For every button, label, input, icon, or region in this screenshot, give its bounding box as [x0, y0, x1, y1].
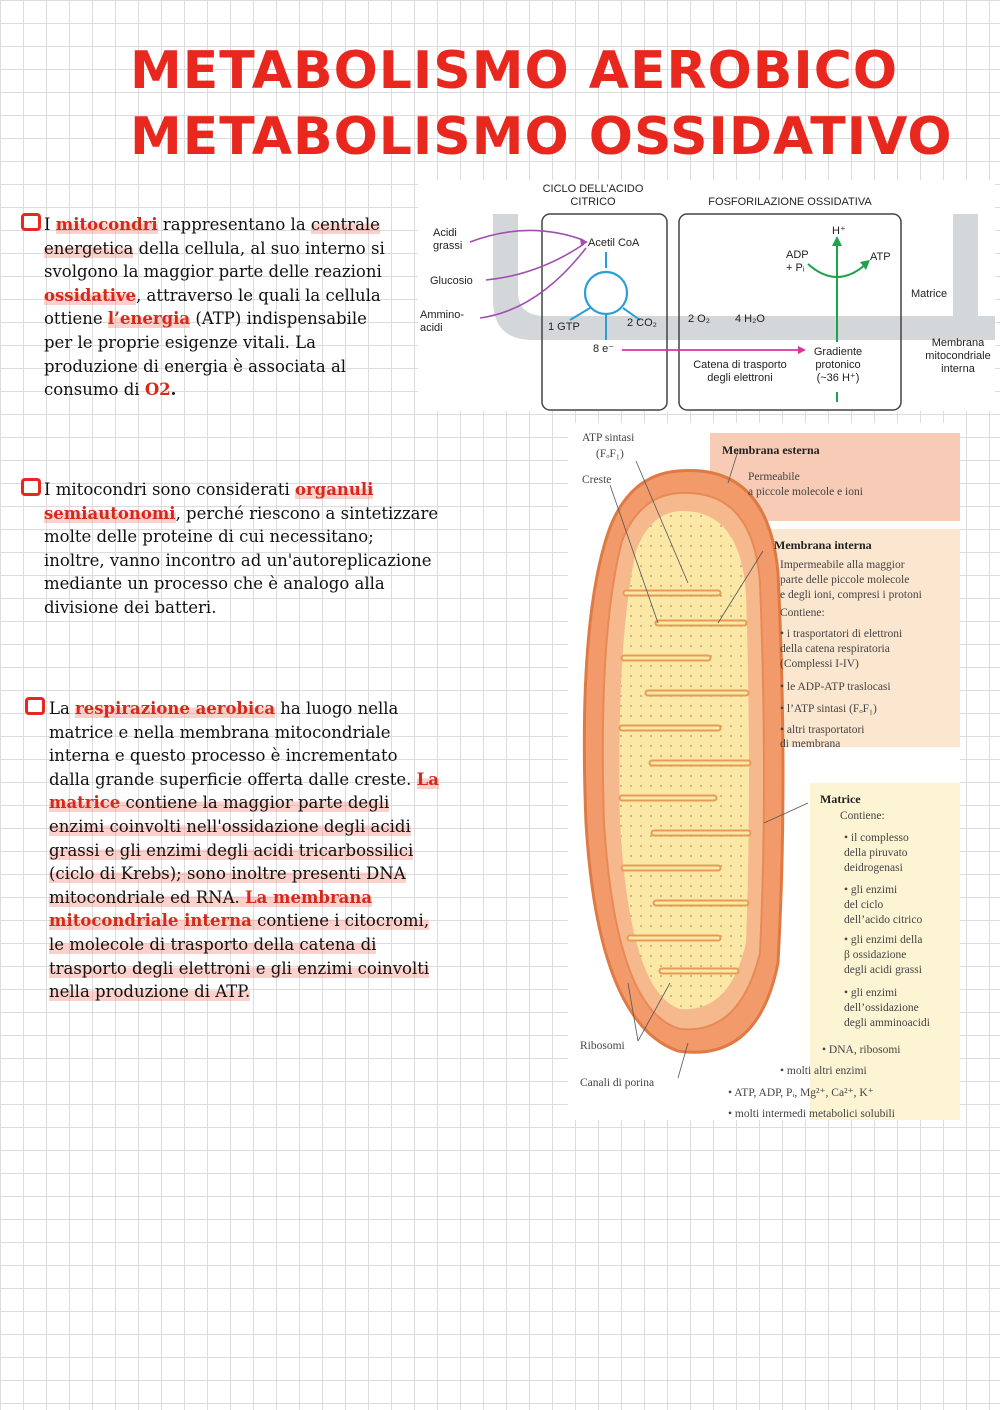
svg-text:• gli enzimi: • gli enzimi: [844, 987, 897, 999]
metabolism-diagram-svg: CICLO DELL’ACIDO CITRICO FOSFORILAZIONE …: [420, 183, 995, 411]
matrice-title: Matrice: [820, 792, 861, 806]
svg-text:• ATP, ADP, Pᵢ, Mg²⁺, Ca²⁺, K⁺: • ATP, ADP, Pᵢ, Mg²⁺, Ca²⁺, K⁺: [728, 1087, 874, 1099]
creste-label: Creste: [582, 474, 611, 486]
membrana-esterna-title: Membrana esterna: [722, 443, 820, 457]
svg-text:• l’ATP sintasi (FₒF₁): • l’ATP sintasi (FₒF₁): [780, 703, 877, 715]
adp-label: ADP: [786, 249, 809, 261]
title-line-1: METABOLISMO AEROBICO: [130, 41, 899, 101]
paragraph-respirazione: La respirazione aerobica ha luogo nella …: [49, 699, 439, 1002]
svg-text:acidi: acidi: [420, 322, 443, 334]
membrana-label-1: Membrana: [932, 337, 985, 349]
amminoacidi-label: Ammino-: [420, 309, 464, 321]
fosforilazione-label: FOSFORILAZIONE OSSIDATIVA: [708, 196, 872, 208]
gtp-label: 1 GTP: [548, 321, 580, 333]
svg-text:Contiene:: Contiene:: [780, 607, 825, 619]
svg-text:β ossidazione: β ossidazione: [844, 949, 906, 961]
acidi-grassi-label: Acidi: [433, 227, 457, 239]
svg-text:+ Pᵢ: + Pᵢ: [786, 262, 805, 274]
co2-label: 2 CO₂: [627, 317, 657, 329]
keyword: ossidative: [44, 285, 137, 305]
svg-text:Impermeabile alla maggior: Impermeabile alla maggior: [780, 559, 905, 571]
mitochondrion-svg: ATP sintasi (FₒF₁) Creste Ribosomi Canal…: [580, 432, 960, 1120]
svg-text:(~36 H⁺): (~36 H⁺): [817, 372, 860, 384]
bullet-icon: [25, 697, 45, 715]
hplus-label: H⁺: [832, 225, 846, 237]
page-title: METABOLISMO AEROBICO METABOLISMO OSSIDAT…: [130, 38, 953, 170]
keyword: O2: [144, 380, 171, 400]
acetil-coa-label: Acetil CoA: [588, 237, 640, 249]
porina-label: Canali di porina: [580, 1077, 654, 1089]
membrana-interna-title: Membrana interna: [774, 538, 872, 552]
electrons-label: 8 e⁻: [593, 343, 614, 355]
svg-text:• gli enzimi della: • gli enzimi della: [844, 934, 922, 946]
svg-text:di membrana: di membrana: [780, 738, 840, 750]
svg-text:della piruvato: della piruvato: [844, 847, 908, 859]
keyword: l’energia: [107, 309, 191, 329]
svg-text:Contiene:: Contiene:: [840, 810, 885, 822]
svg-text:mitocondriale: mitocondriale: [925, 350, 990, 362]
keyword: mitocondri: [55, 215, 158, 234]
svg-text:del ciclo: del ciclo: [844, 899, 884, 911]
svg-text:(FₒF₁): (FₒF₁): [596, 448, 624, 460]
svg-text:e degli ioni, compresi i proto: e degli ioni, compresi i protoni: [780, 589, 922, 601]
metabolism-diagram: CICLO DELL’ACIDO CITRICO FOSFORILAZIONE …: [418, 180, 995, 411]
ciclo-label-1: CICLO DELL’ACIDO: [543, 183, 644, 195]
catena-label-1: Catena di trasporto: [693, 359, 787, 371]
ciclo-label-2: CITRICO: [570, 196, 616, 208]
svg-text:grassi: grassi: [433, 240, 462, 252]
o2-label: 2 O₂: [688, 313, 710, 325]
svg-text:• gli enzimi: • gli enzimi: [844, 884, 897, 896]
svg-text:protonico: protonico: [815, 359, 860, 371]
svg-text:interna: interna: [941, 363, 976, 375]
svg-text:• altri trasportatori: • altri trasportatori: [780, 724, 865, 736]
atp-sintasi-label: ATP sintasi: [582, 432, 634, 444]
title-line-2: METABOLISMO OSSIDATIVO: [130, 107, 953, 167]
keyword: respirazione aerobica: [75, 699, 276, 718]
svg-text:• i trasportatori di elettroni: • i trasportatori di elettroni: [780, 628, 902, 640]
svg-text:• le ADP-ATP traslocasi: • le ADP-ATP traslocasi: [780, 681, 891, 693]
svg-text:dell’acido citrico: dell’acido citrico: [844, 914, 922, 926]
svg-text:• il complesso: • il complesso: [844, 832, 909, 844]
bullet-icon: [21, 478, 41, 496]
svg-text:degli acidi grassi: degli acidi grassi: [844, 964, 922, 976]
paragraph-mitocondri: I mitocondri rappresentano la centrale e…: [44, 215, 385, 400]
ribosomi-label: Ribosomi: [580, 1040, 625, 1052]
svg-text:parte delle piccole molecole: parte delle piccole molecole: [780, 574, 909, 586]
atp-label: ATP: [870, 251, 891, 263]
svg-text:Permeabile: Permeabile: [748, 471, 800, 483]
h2o-label: 4 H₂O: [735, 313, 765, 325]
gradiente-label-1: Gradiente: [814, 346, 862, 358]
mitochondrion-illustration: ATP sintasi (FₒF₁) Creste Ribosomi Canal…: [568, 423, 960, 1120]
svg-text:• molti intermedi metabolici s: • molti intermedi metabolici solubili: [728, 1108, 895, 1120]
paragraph-semiautonomi: I mitocondri sono considerati organuli s…: [44, 480, 439, 617]
svg-text:degli elettroni: degli elettroni: [707, 372, 772, 384]
svg-text:• molti altri enzimi: • molti altri enzimi: [780, 1065, 867, 1077]
svg-text:(Complessi I-IV): (Complessi I-IV): [780, 658, 859, 670]
svg-text:a piccole molecole e ioni: a piccole molecole e ioni: [748, 486, 863, 498]
svg-text:• DNA, ribosomi: • DNA, ribosomi: [822, 1044, 900, 1056]
svg-text:della catena respiratoria: della catena respiratoria: [780, 643, 890, 655]
svg-text:degli amminoacidi: degli amminoacidi: [844, 1017, 930, 1029]
glucosio-label: Glucosio: [430, 275, 473, 287]
bullet-icon: [21, 213, 41, 231]
svg-text:dell’ossidazione: dell’ossidazione: [844, 1002, 919, 1014]
matrice-label: Matrice: [911, 288, 947, 300]
svg-text:deidrogenasi: deidrogenasi: [844, 862, 903, 874]
